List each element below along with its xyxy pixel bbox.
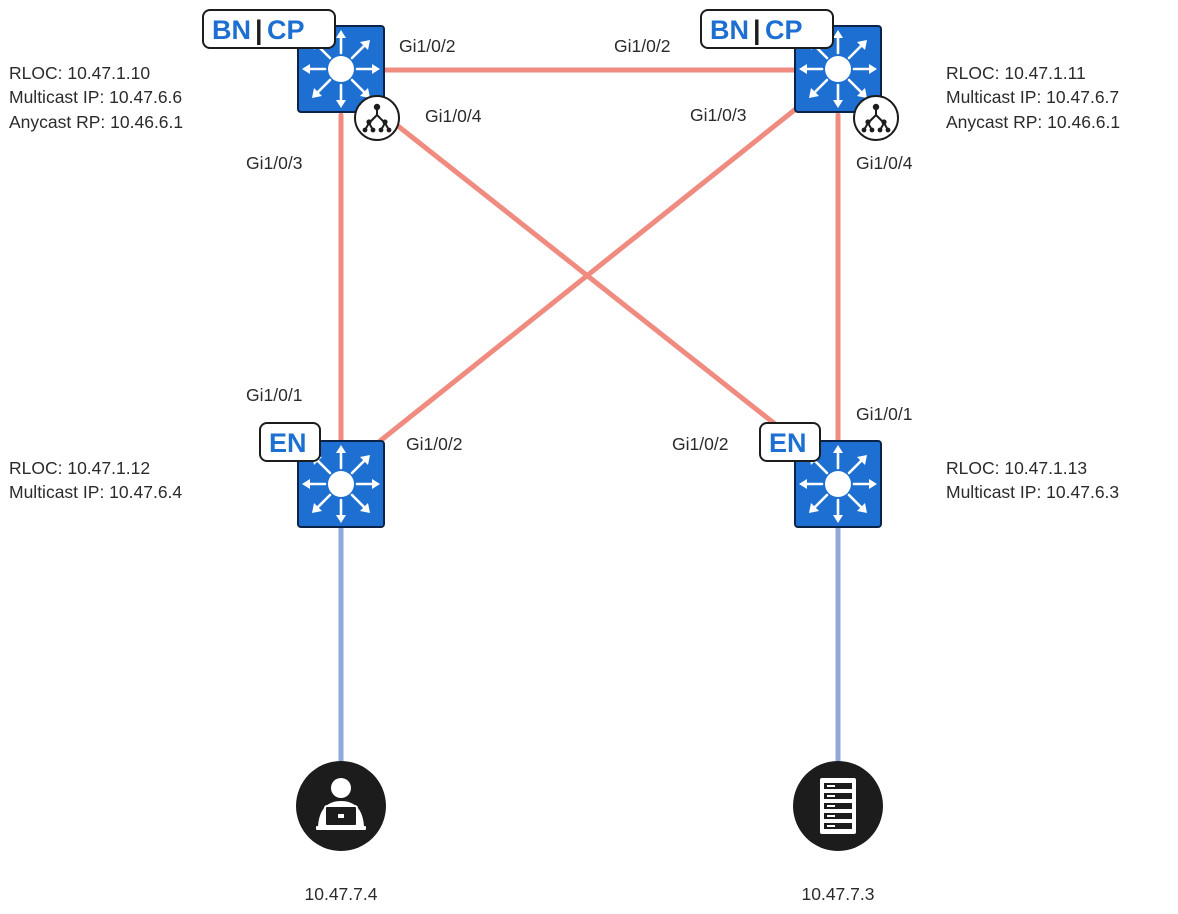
role-tag-bn-cp: BN | CP xyxy=(700,9,834,49)
port-label-en1-to-cp2: Gi1/0/2 xyxy=(406,434,462,454)
cp2-anycast-rp: Anycast RP: 10.46.6.1 xyxy=(946,112,1120,132)
node-cp2[interactable]: BN | CP RLOC: 10.47.1.11 Multicast IP: 1… xyxy=(700,9,1120,141)
host2-ip: 10.47.7.3 xyxy=(802,884,875,904)
en1-rloc: RLOC: 10.47.1.12 xyxy=(9,458,150,478)
port-label-cp2-to-en2: Gi1/0/4 xyxy=(856,153,913,173)
role-tag-left: BN xyxy=(212,15,251,45)
en1-multicast-ip: Multicast IP: 10.47.6.4 xyxy=(9,482,182,502)
cp2-rloc: RLOC: 10.47.1.11 xyxy=(946,63,1086,83)
role-tag-separator: | xyxy=(753,15,761,45)
user-laptop-icon xyxy=(296,761,386,851)
node-host2[interactable]: 10.47.7.3 xyxy=(793,761,883,904)
port-label-cp1-to-en2: Gi1/0/4 xyxy=(425,106,482,126)
port-label-cp1-to-cp2: Gi1/0/2 xyxy=(399,36,455,56)
node-en1[interactable]: EN RLOC: 10.47.1.12 Multicast IP: 10.47.… xyxy=(9,422,386,529)
port-label-cp2-to-cp1: Gi1/0/2 xyxy=(614,36,670,56)
node-cp1[interactable]: BN | CP RLOC: 10.47.1.10 Multicast IP: 1… xyxy=(9,9,400,141)
multicast-rp-icon xyxy=(853,95,899,141)
role-tag-left: BN xyxy=(710,15,749,45)
node-host1[interactable]: 10.47.7.4 xyxy=(296,761,386,904)
role-tag-en: EN xyxy=(259,422,321,462)
cp1-rloc: RLOC: 10.47.1.10 xyxy=(9,63,150,83)
port-label-cp1-to-en1: Gi1/0/3 xyxy=(246,153,302,173)
link-cp2-en1 xyxy=(377,105,800,444)
role-tag-right: CP xyxy=(765,15,803,45)
port-label-cp2-to-en1: Gi1/0/3 xyxy=(690,105,746,125)
port-label-en1-to-cp1: Gi1/0/1 xyxy=(246,385,302,405)
server-icon xyxy=(793,761,883,851)
port-label-en2-to-cp2: Gi1/0/1 xyxy=(856,404,912,424)
host1-ip: 10.47.7.4 xyxy=(305,884,378,904)
multicast-rp-icon xyxy=(354,95,400,141)
role-tag-label: EN xyxy=(769,428,807,458)
role-tag-label: EN xyxy=(269,428,307,458)
role-tag-en: EN xyxy=(759,422,821,462)
cp1-anycast-rp: Anycast RP: 10.46.6.1 xyxy=(9,112,183,132)
cp2-multicast-ip: Multicast IP: 10.47.6.7 xyxy=(946,87,1119,107)
cp1-multicast-ip: Multicast IP: 10.47.6.6 xyxy=(9,87,182,107)
node-en2[interactable]: EN RLOC: 10.47.1.13 Multicast IP: 10.47.… xyxy=(759,422,1119,529)
en2-rloc: RLOC: 10.47.1.13 xyxy=(946,458,1087,478)
role-tag-separator: | xyxy=(255,15,263,45)
port-label-en2-to-cp1: Gi1/0/2 xyxy=(672,434,728,454)
en2-multicast-ip: Multicast IP: 10.47.6.3 xyxy=(946,482,1119,502)
role-tag-bn-cp: BN | CP xyxy=(202,9,336,49)
role-tag-right: CP xyxy=(267,15,305,45)
